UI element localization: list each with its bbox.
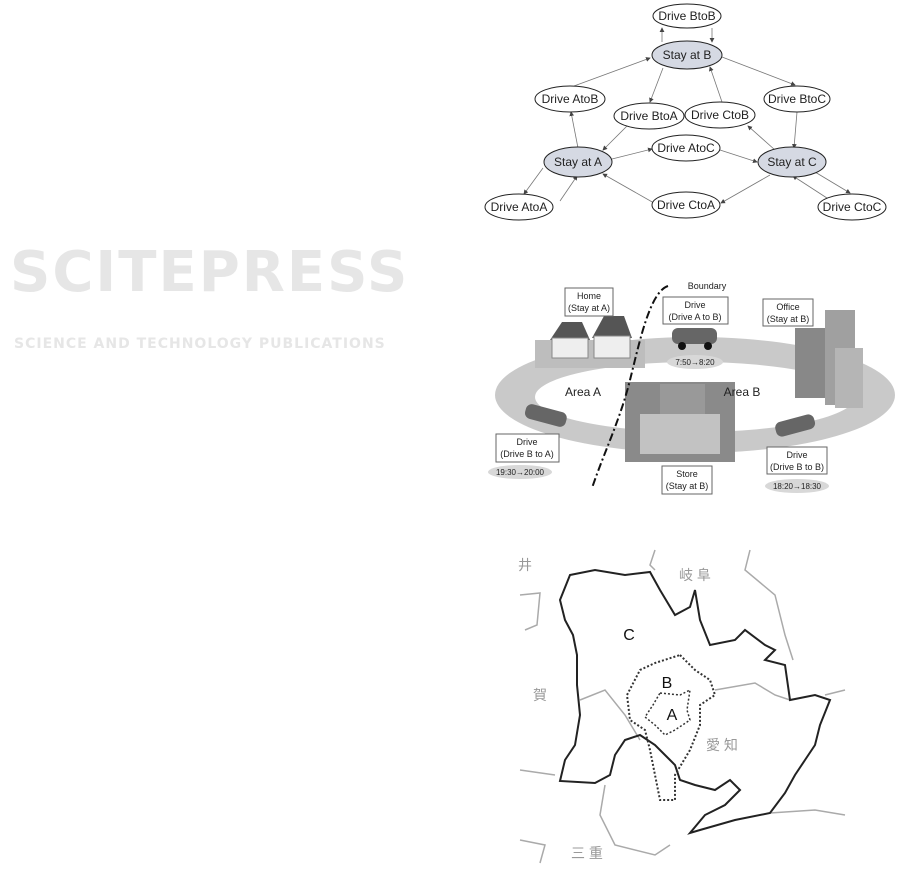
daily-trip-illustration: Boundary Home (Stay at A) Drive (Drive A… xyxy=(488,281,895,495)
fukui-label: 井 xyxy=(518,557,532,573)
boundary-line xyxy=(591,285,669,489)
shiga-label: 賀 xyxy=(533,687,547,703)
region-map: C B A 岐 阜 賀 井 愛 知 三 重 xyxy=(518,549,846,864)
svg-text:Drive BtoB: Drive BtoB xyxy=(658,9,715,23)
drive-bb-sublabel: (Drive B to B) xyxy=(770,462,824,472)
office-label: Office xyxy=(776,302,799,312)
node-drive-atoa: Drive AtoA xyxy=(484,193,554,221)
svg-text:Drive AtoA: Drive AtoA xyxy=(491,200,548,214)
svg-text:Drive AtoB: Drive AtoB xyxy=(542,92,599,106)
svg-text:Drive CtoA: Drive CtoA xyxy=(657,198,715,212)
node-drive-btob: Drive BtoB xyxy=(652,3,722,29)
node-stay-a: Stay at A xyxy=(543,146,613,178)
drive-ba-sublabel: (Drive B to A) xyxy=(500,449,554,459)
node-drive-atob: Drive AtoB xyxy=(534,85,606,113)
store-label: Store xyxy=(676,469,698,479)
office-buildings-icon xyxy=(795,310,863,408)
car-icon xyxy=(524,328,816,437)
area-a-label: Area A xyxy=(565,385,601,399)
svg-text:Drive CtoC: Drive CtoC xyxy=(823,200,882,214)
svg-text:Drive AtoC: Drive AtoC xyxy=(657,141,715,155)
store-sublabel: (Stay at B) xyxy=(666,481,709,491)
store-building-icon xyxy=(625,382,735,462)
drive-ba-label: Drive xyxy=(516,437,537,447)
region-c-border xyxy=(558,568,832,835)
time-bb: 18:20→18:30 xyxy=(773,482,822,491)
time-ba: 19:30→20:00 xyxy=(496,468,545,477)
drive-ab-sublabel: (Drive A to B) xyxy=(668,312,721,322)
mie-label: 三 重 xyxy=(571,845,603,861)
node-drive-ctoc: Drive CtoC xyxy=(817,193,887,221)
gifu-label: 岐 阜 xyxy=(679,567,711,583)
region-b-label: B xyxy=(662,675,673,692)
aichi-label: 愛 知 xyxy=(706,737,738,753)
svg-text:Stay at B: Stay at B xyxy=(663,48,712,62)
svg-text:Drive CtoB: Drive CtoB xyxy=(691,108,749,122)
houses-icon xyxy=(550,316,632,359)
region-a-label: A xyxy=(667,707,678,724)
svg-text:Drive BtoC: Drive BtoC xyxy=(768,92,826,106)
drive-bb-label: Drive xyxy=(786,450,807,460)
node-stay-b: Stay at B xyxy=(651,40,723,70)
home-sublabel: (Stay at A) xyxy=(568,303,610,313)
office-sublabel: (Stay at B) xyxy=(767,314,810,324)
node-drive-ctoa: Drive CtoA xyxy=(651,191,721,219)
node-drive-atoc: Drive AtoC xyxy=(651,134,721,162)
node-stay-c: Stay at C xyxy=(757,146,827,178)
graph-edges xyxy=(523,27,851,204)
state-transition-graph: Drive BtoB Stay at B Drive AtoB Drive Bt… xyxy=(484,3,887,221)
area-b-label: Area B xyxy=(724,385,761,399)
prefecture-borders xyxy=(519,549,846,864)
node-drive-btoa: Drive BtoA xyxy=(613,102,685,130)
node-drive-btoc: Drive BtoC xyxy=(763,85,831,113)
svg-text:Stay at C: Stay at C xyxy=(767,155,817,169)
drive-ab-label: Drive xyxy=(684,300,705,310)
node-drive-ctob: Drive CtoB xyxy=(684,101,756,129)
watermark-title: SCITEPRESS xyxy=(10,240,410,305)
region-c-label: C xyxy=(623,627,635,644)
boundary-label: Boundary xyxy=(688,281,727,291)
svg-text:Drive BtoA: Drive BtoA xyxy=(620,109,677,123)
time-ab: 7:50→8:20 xyxy=(675,358,715,367)
svg-text:Stay at A: Stay at A xyxy=(554,155,602,169)
region-b-border xyxy=(625,653,717,801)
home-label: Home xyxy=(577,291,601,301)
watermark-subtitle: SCIENCE AND TECHNOLOGY PUBLICATIONS xyxy=(14,336,386,352)
